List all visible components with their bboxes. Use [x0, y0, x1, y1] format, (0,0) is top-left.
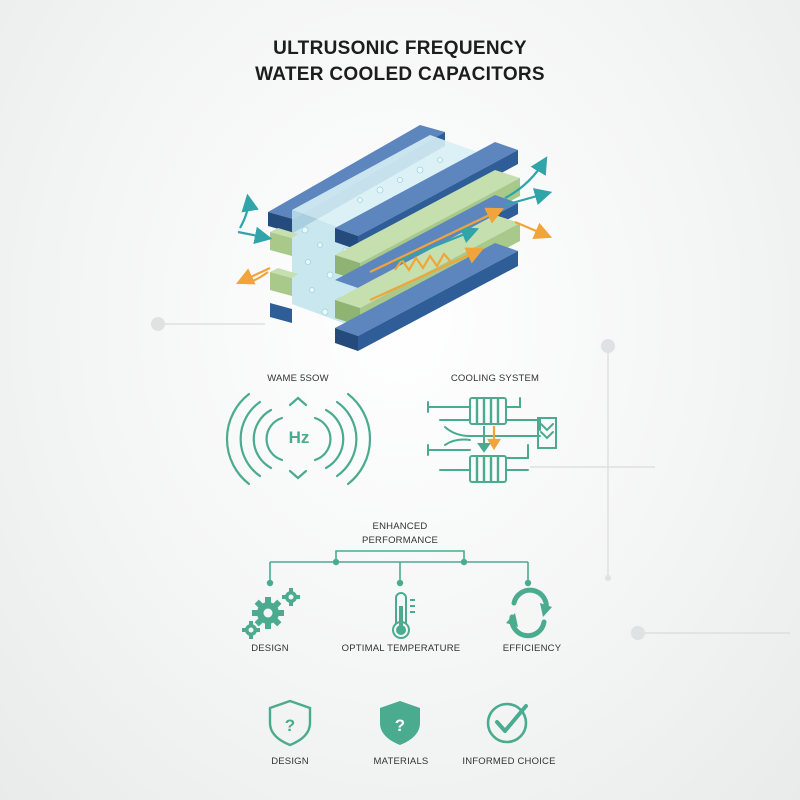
radiator-top [469, 397, 507, 425]
footer-item-materials: MATERIALS [373, 756, 429, 767]
performance-label-line-1: ENHANCED [372, 521, 428, 532]
radiator-bottom [469, 455, 507, 483]
performance-item-design: DESIGN [251, 643, 289, 654]
performance-label-line-2: PERFORMANCE [361, 535, 439, 546]
performance-item-efficiency: EFFICIENCY [502, 643, 562, 654]
blue-rail-bottom [270, 243, 518, 351]
wave-panel-label: WAME 5SOW [267, 373, 329, 384]
footer-item-design: DESIGN [271, 756, 309, 767]
svg-text:?: ? [285, 716, 295, 735]
hz-label: Hz [288, 428, 310, 447]
cooling-panel-label: COOLING SYSTEM [450, 373, 540, 384]
performance-item-optimal-temperature: OPTIMAL TEMPERATURE [341, 643, 461, 654]
title-line-2: WATER COOLED CAPACITORS [255, 64, 545, 85]
title-line-1: ULTRUSONIC FREQUENCY [273, 38, 527, 59]
footer-item-informed-choice: INFORMED CHOICE [462, 756, 556, 767]
svg-text:?: ? [395, 716, 405, 735]
